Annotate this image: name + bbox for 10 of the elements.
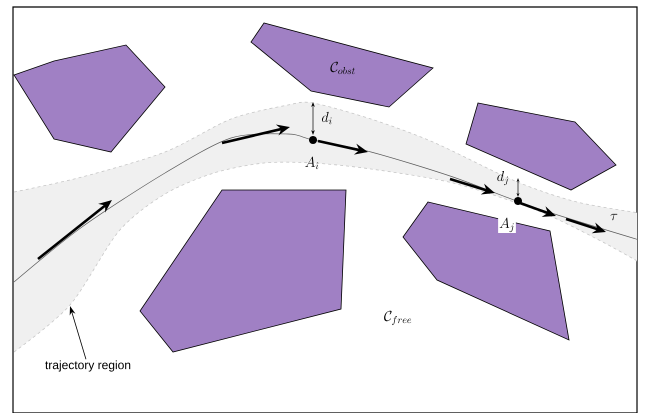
obstacle-polygon xyxy=(466,102,617,190)
math-label: $\mathcal{C}_{free}$ xyxy=(384,310,412,326)
trajectory-band xyxy=(14,102,637,352)
math-label: $A_j$ xyxy=(498,217,516,233)
math-label: $d_i$ xyxy=(322,112,332,124)
math-label: $\tau$ xyxy=(610,214,618,220)
obstacle-polygon xyxy=(140,190,346,352)
math-label: $d_j$ xyxy=(497,170,508,186)
region-label: trajectory region xyxy=(45,360,130,372)
math-label: $A_i$ xyxy=(305,156,318,170)
